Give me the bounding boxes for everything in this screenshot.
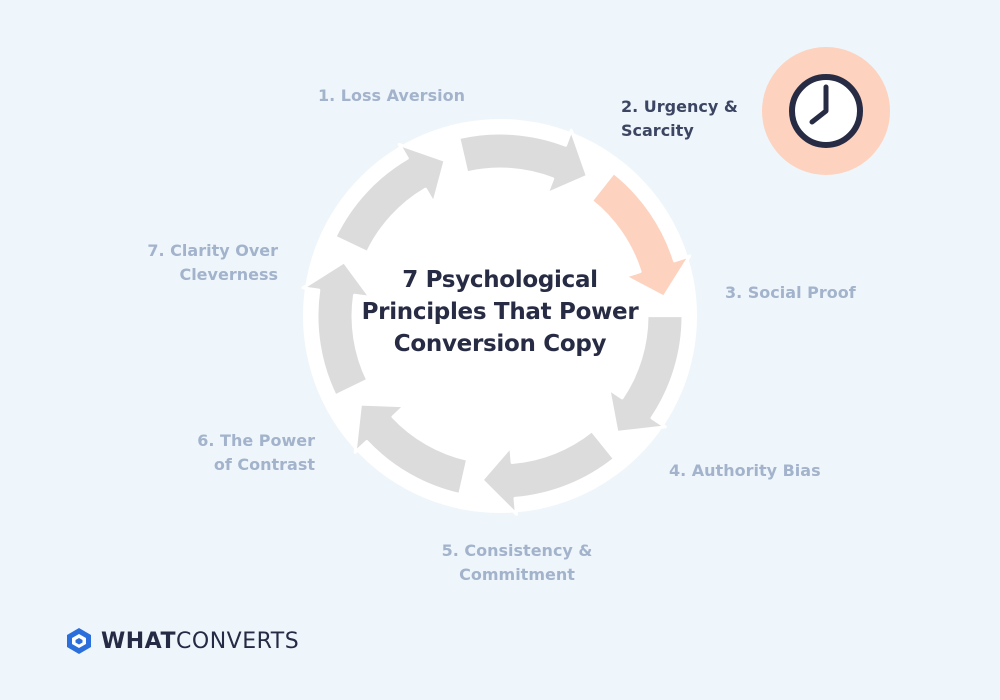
- principle-label-6: 6. The Power of Contrast: [197, 431, 315, 474]
- cycle-arrow-7: [333, 142, 447, 254]
- cycle-arrow-6: [301, 260, 372, 398]
- principle-label-2: 2. Urgency & Scarcity: [621, 97, 738, 140]
- principle-label-1: 1. Loss Aversion: [318, 86, 465, 105]
- principle-label-4: 4. Authority Bias: [669, 461, 821, 480]
- cycle-arrow-3: [607, 314, 685, 434]
- hexagon-logo-icon: [67, 628, 91, 654]
- logo-wordmark: WHATCONVERTS: [101, 628, 300, 654]
- whatconverts-logo: WHATCONVERTS: [66, 627, 299, 655]
- cycle-arrow-2: [589, 171, 692, 299]
- cycle-arrow-1: [457, 128, 589, 196]
- principle-label-3: 3. Social Proof: [725, 283, 856, 302]
- clock-icon: [762, 47, 890, 175]
- principle-label-5: 5. Consistency & Commitment: [441, 541, 593, 584]
- principle-label-7: 7. Clarity Over Cleverness: [147, 241, 278, 284]
- cycle-arrow-4: [480, 429, 616, 516]
- cycle-ring-background: [303, 119, 697, 513]
- cycle-arrow-5: [353, 402, 470, 496]
- diagram-title: 7 Psychological Principles That Power Co…: [361, 267, 639, 357]
